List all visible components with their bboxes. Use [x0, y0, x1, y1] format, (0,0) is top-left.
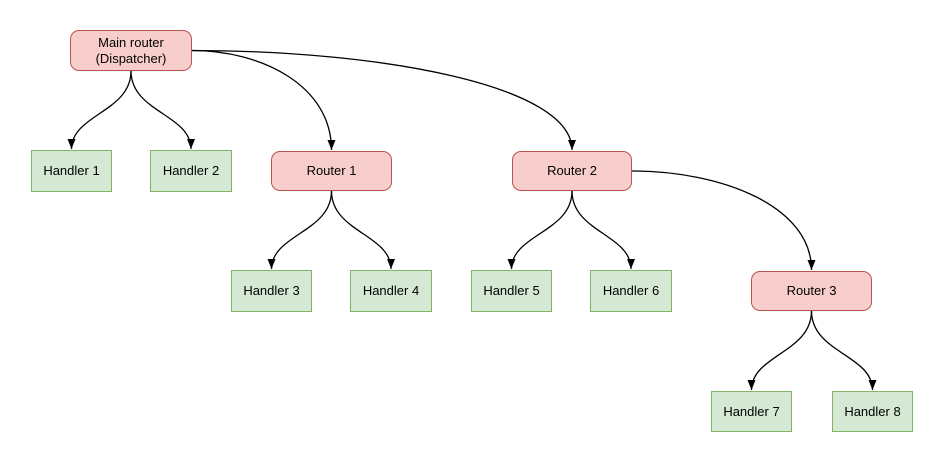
node-h1: Handler 1	[31, 150, 112, 192]
node-h4: Handler 4	[350, 270, 432, 312]
node-label: Handler 8	[844, 403, 901, 419]
node-h3: Handler 3	[231, 270, 312, 312]
edge-main-r2	[191, 49, 576, 151]
edge-r1-h3	[267, 190, 333, 270]
node-label: Router 1	[306, 163, 357, 178]
edge-main-h2	[130, 70, 195, 150]
edge-main-h1	[67, 70, 132, 150]
node-label: Handler 5	[483, 283, 540, 298]
edge-main-r1	[191, 49, 336, 151]
edge-r2-h5	[507, 190, 573, 270]
node-label: Main router (Dispatcher)	[95, 34, 167, 66]
edge-r3-h8	[810, 310, 877, 391]
node-main: Main router (Dispatcher)	[70, 30, 192, 71]
edge-r3-h7	[747, 310, 813, 391]
node-label: Handler 4	[362, 283, 420, 298]
edge-r2-r3	[631, 170, 816, 271]
edge-r1-h4	[330, 190, 395, 270]
node-r1: Router 1	[271, 151, 392, 191]
node-label: Handler 6	[602, 283, 660, 298]
node-h7: Handler 7	[711, 391, 792, 432]
node-label: Handler 1	[43, 163, 100, 178]
node-h6: Handler 6	[590, 270, 672, 312]
node-label: Router 2	[547, 163, 597, 178]
node-h8: Handler 8	[832, 391, 913, 432]
node-label: Handler 7	[723, 403, 780, 419]
node-h5: Handler 5	[471, 270, 552, 312]
node-label: Handler 3	[243, 283, 300, 298]
node-r2: Router 2	[512, 151, 632, 191]
node-label: Handler 2	[162, 163, 220, 178]
node-label: Router 3	[786, 283, 837, 298]
node-h2: Handler 2	[150, 150, 232, 192]
node-r3: Router 3	[751, 271, 872, 311]
edge-r2-h6	[571, 190, 635, 270]
